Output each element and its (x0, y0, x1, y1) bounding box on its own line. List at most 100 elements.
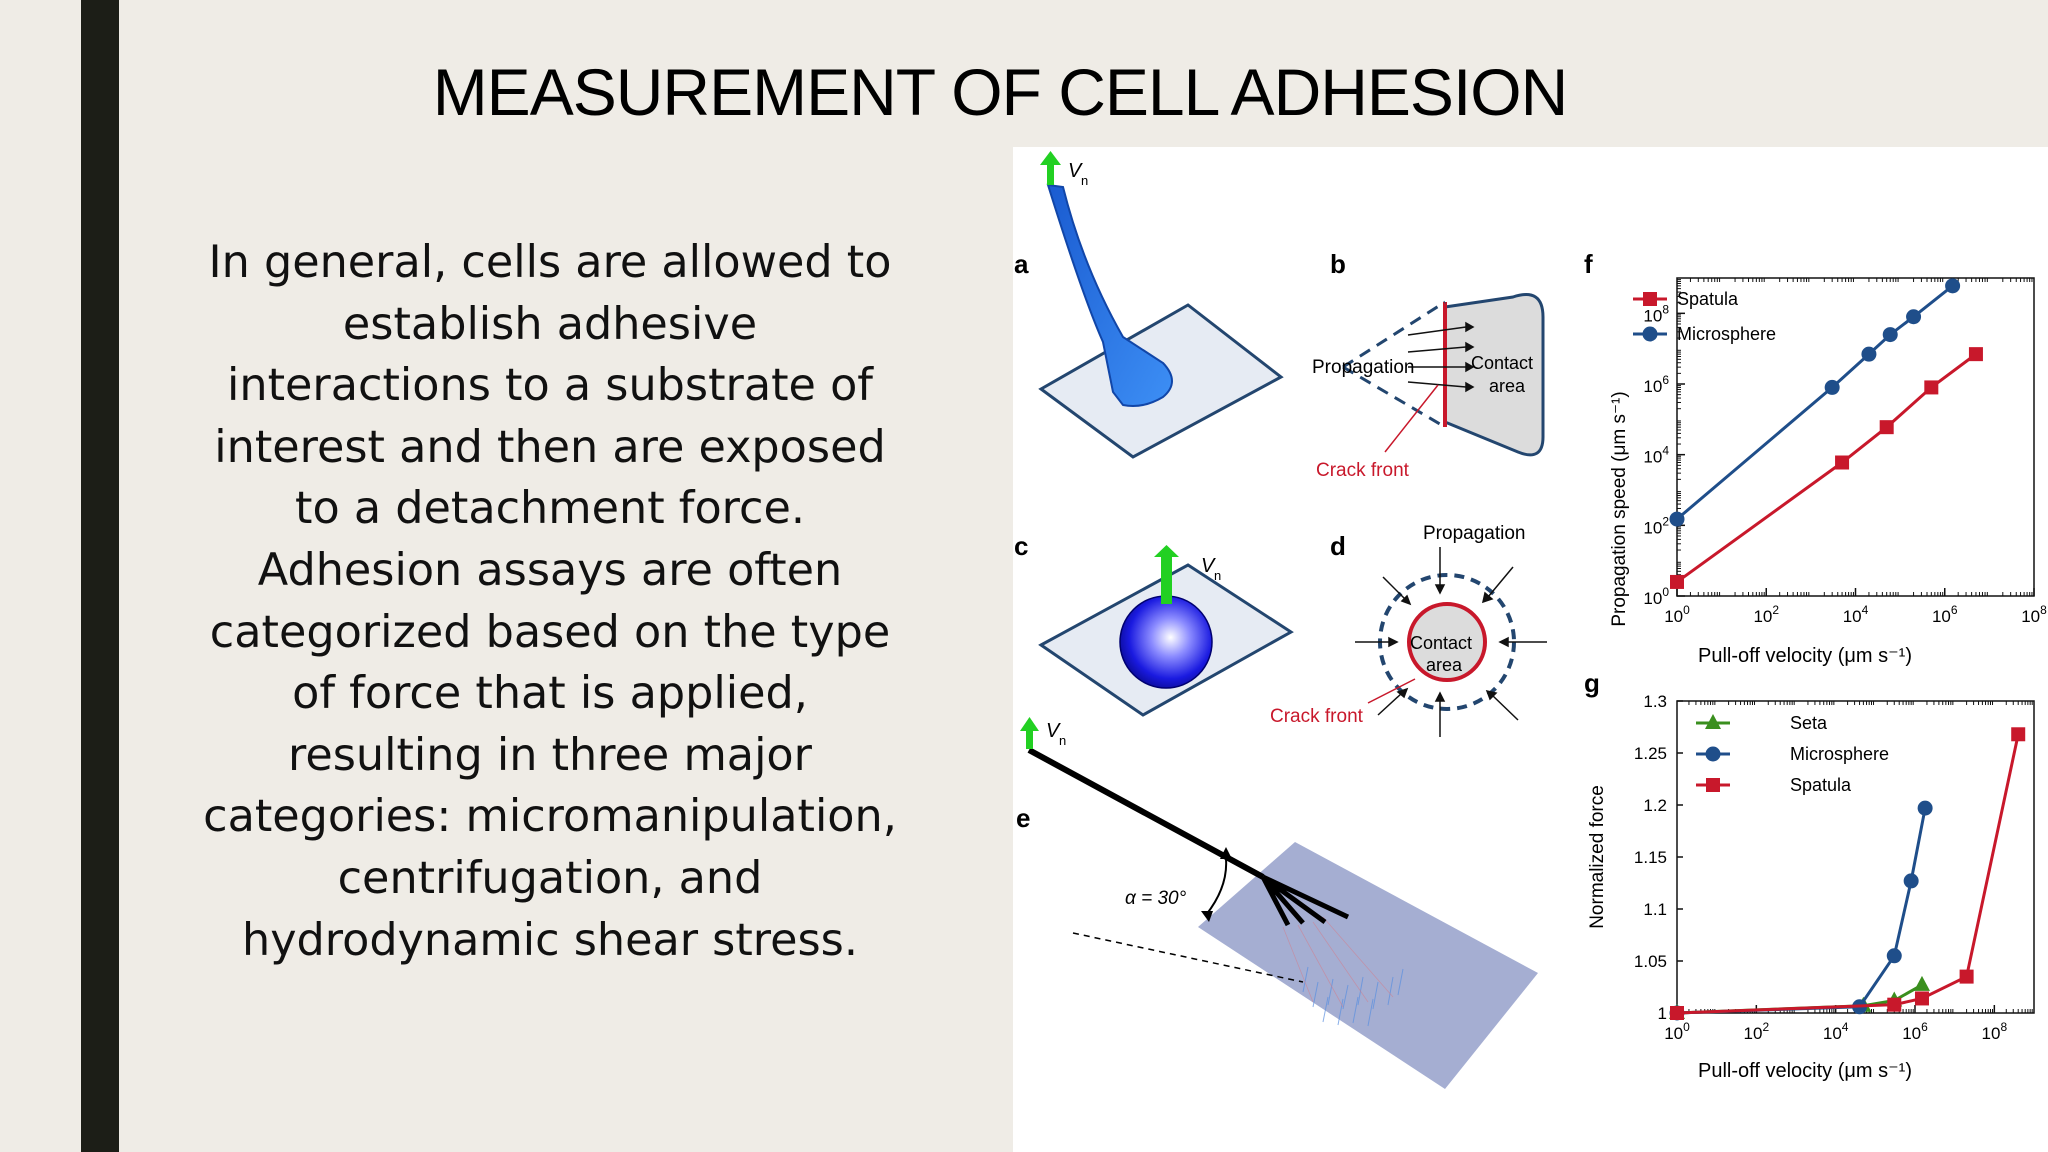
data-point (1959, 969, 1974, 984)
data-point (1945, 278, 1961, 294)
x-axis-label: Pull-off velocity (μm s⁻¹) (1698, 1060, 1912, 1082)
velocity-subscript: n (1081, 173, 1088, 188)
chart-f-propagation-speed: Spatula Microsphere Propagation speed (μ… (1609, 277, 2047, 667)
data-point (1669, 511, 1685, 527)
data-point (1670, 574, 1684, 589)
panel-b-crack-diagram: Propagation Contact area Crack front (1312, 293, 1545, 481)
seta-shaft (1027, 747, 1265, 880)
radial-arrows (1355, 547, 1547, 737)
y-tick-label: 1.3 (1643, 692, 1667, 711)
d-contact-label: Contact (1410, 633, 1472, 653)
panel-e-seta-diagram: α = 30° V n (1020, 717, 1538, 1089)
figure-svg: a b c d e f g V n Propagation Contact ar… (1014, 151, 2047, 1089)
dashed-edge-top (1342, 300, 1446, 369)
velocity-arrow-shaft (1047, 161, 1054, 185)
contact-area-shape (1443, 293, 1545, 457)
velocity-label: V (1201, 555, 1216, 577)
x-axis-label: Pull-off velocity (μm s⁻¹) (1698, 645, 1912, 667)
x-tick-label: 104 (1843, 603, 1869, 626)
y-tick-label: 1.1 (1643, 900, 1667, 919)
velocity-arrow-icon (1040, 151, 1061, 165)
seta-branch-tips (1260, 874, 1350, 927)
x-tick-label: 106 (1902, 1020, 1928, 1043)
y-tick-label: 100 (1643, 585, 1669, 608)
body-line: In general, cells are allowed to (208, 237, 892, 288)
velocity-subscript: n (1059, 733, 1066, 748)
series-line (1676, 807, 1927, 1015)
microsphere-shape (1119, 595, 1213, 689)
angle-arc (1205, 858, 1228, 916)
y-axis-label: Normalized force (1587, 785, 1608, 929)
angle-arrowhead (1201, 911, 1213, 922)
x-tick-label: 100 (1664, 1020, 1690, 1043)
x-tick-label: 102 (1744, 1020, 1770, 1043)
body-line: categorized based on the type (209, 606, 891, 658)
legend-label: Microsphere (1790, 744, 1889, 764)
y-tick-label: 104 (1643, 444, 1669, 467)
data-point (2011, 727, 2026, 742)
b-area-label: area (1489, 376, 1526, 396)
y-axis-label: Propagation speed (μm s⁻¹) (1609, 391, 1630, 626)
data-point (1917, 800, 1933, 816)
data-point (1861, 346, 1877, 362)
slide-body-text: In general, cells are allowed to establi… (180, 232, 920, 971)
slide-title: MEASUREMENT OF CELL ADHESION (432, 55, 1569, 129)
x-tick-label: 102 (1753, 603, 1779, 626)
data-point (1643, 292, 1657, 306)
panel-label-f: f (1584, 249, 1593, 279)
x-tick-label: 106 (1932, 603, 1958, 626)
b-contact-label: Contact (1471, 353, 1533, 373)
panel-c-sphere-diagram: V n (1038, 545, 1294, 717)
data-point (1887, 997, 1902, 1012)
legend-label: Spatula (1677, 289, 1739, 309)
velocity-arrow-shaft (1161, 552, 1172, 604)
propagation-arrows (1407, 321, 1475, 393)
panel-label-d: d (1330, 531, 1346, 561)
b-crack-front-label: Crack front (1316, 460, 1410, 481)
y-tick-label: 1.05 (1634, 952, 1667, 971)
angle-arrowhead (1220, 847, 1232, 859)
body-line: establish adhesive (342, 298, 758, 350)
data-point (1882, 327, 1898, 343)
x-tick-label: 100 (1664, 603, 1690, 626)
data-point (1903, 873, 1919, 889)
panel-label-b: b (1330, 249, 1346, 279)
body-line: categories: micromanipulation, (203, 791, 897, 843)
body-line: centrifugation, and (337, 852, 763, 904)
y-tick-label: 1 (1658, 1004, 1667, 1023)
data-point (1705, 746, 1721, 762)
y-tick-label: 108 (1643, 302, 1669, 325)
y-tick-label: 1.15 (1634, 848, 1667, 867)
e-angle-label: α = 30° (1125, 888, 1187, 909)
d-area-label: area (1426, 655, 1463, 675)
data-point (1642, 326, 1658, 342)
body-line: Adhesion assays are often (257, 544, 843, 596)
data-point (1670, 1006, 1684, 1020)
legend-label: Seta (1790, 713, 1828, 733)
series-line (1676, 284, 1954, 521)
body-line: resulting in three major (288, 729, 812, 781)
data-point (1906, 309, 1922, 325)
body-line: of force that is applied, (292, 668, 808, 720)
velocity-label: V (1068, 160, 1083, 182)
data-point (1968, 347, 1983, 362)
panel-a-spatula-diagram: V n (1038, 151, 1284, 459)
legend-label: Microsphere (1677, 324, 1776, 344)
panel-d-radial-diagram: Contact area Propagation Crack front (1270, 523, 1547, 737)
data-point (1705, 714, 1721, 729)
substrate-plane (1198, 842, 1538, 1089)
panel-label-g: g (1584, 668, 1600, 698)
velocity-arrow-shaft (1026, 727, 1033, 749)
d-crack-front-label: Crack front (1270, 706, 1364, 727)
panel-label-a: a (1014, 249, 1029, 279)
spatula-shape (1046, 183, 1173, 407)
x-tick-label: 104 (1823, 1020, 1849, 1043)
seta-branches (1282, 916, 1394, 1008)
velocity-arrow-icon (1020, 717, 1039, 731)
legend-label: Spatula (1790, 775, 1852, 795)
data-point (1824, 379, 1840, 395)
body-line: interest and then are exposed (214, 421, 886, 473)
data-point (1914, 991, 1929, 1006)
y-tick-label: 1.25 (1634, 744, 1667, 763)
data-point (1913, 975, 1930, 991)
